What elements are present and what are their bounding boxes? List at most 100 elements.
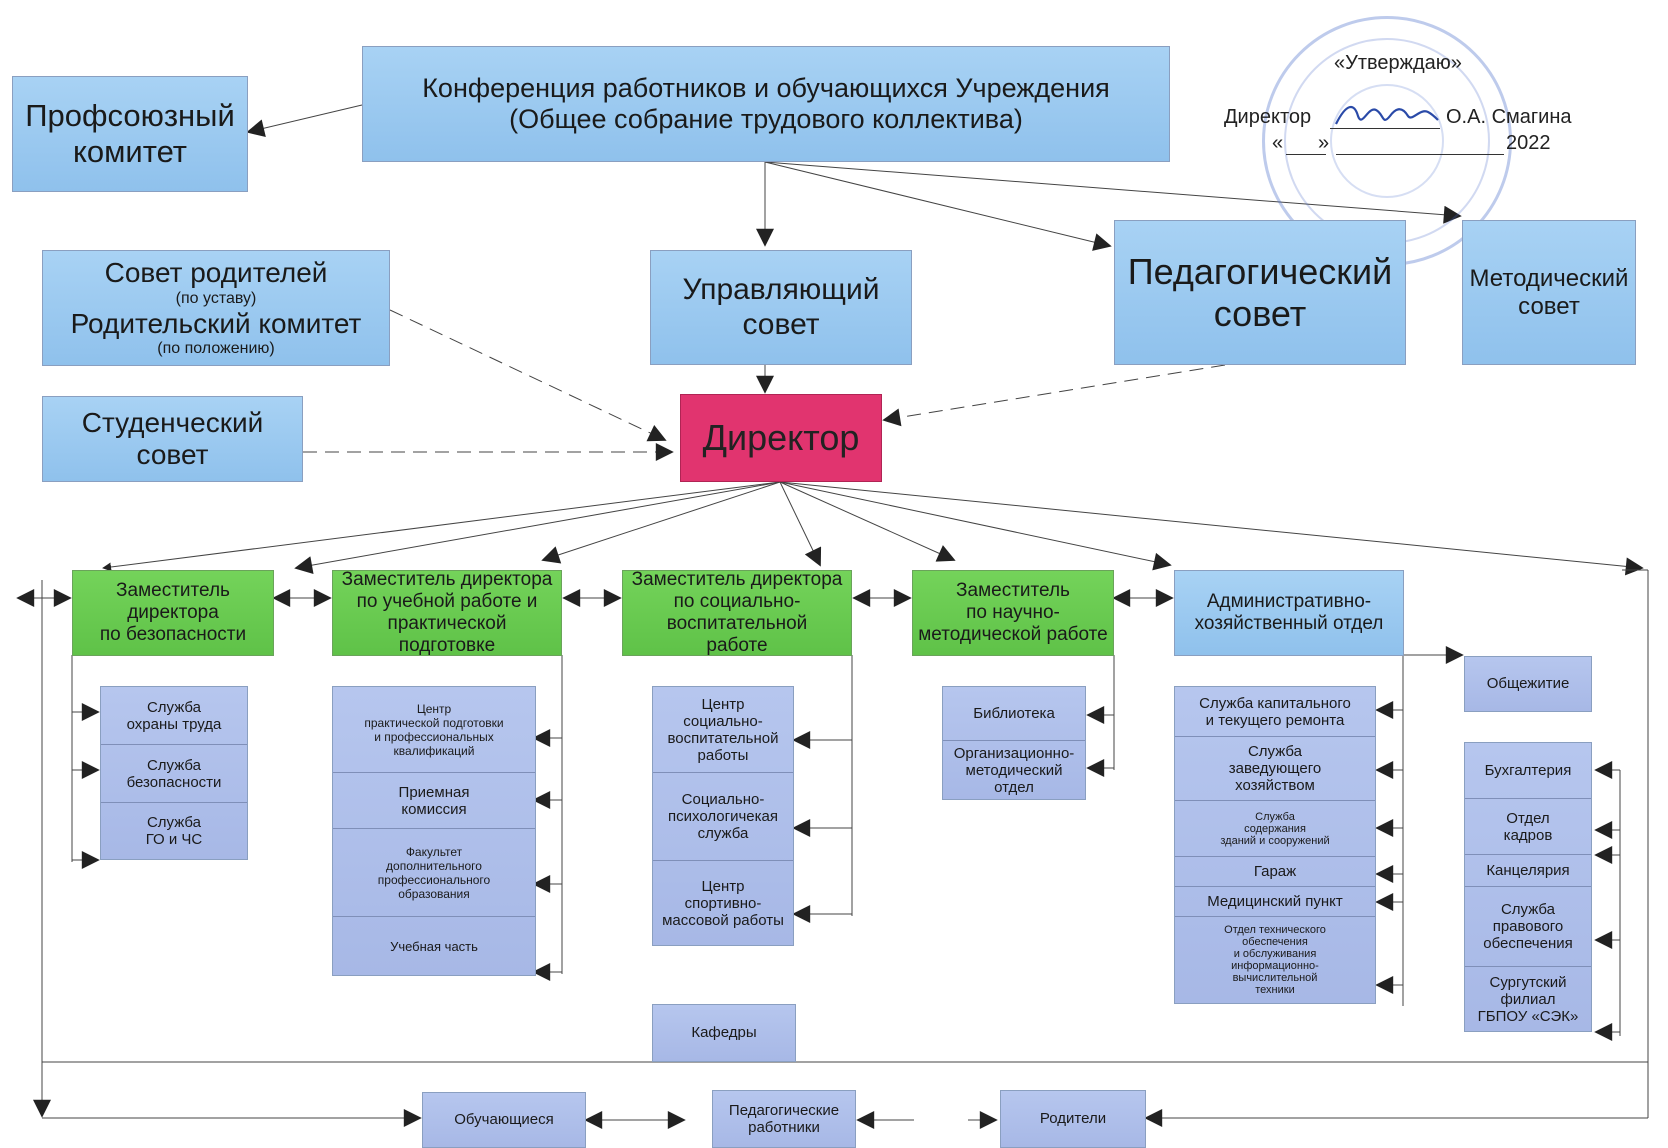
- unit-admissions-line-1: Приемная: [398, 783, 470, 801]
- seal-emblem: [1330, 84, 1444, 198]
- unit-admissions-line-2: комиссия: [401, 800, 467, 818]
- unit-methodical-line-2: методический: [965, 761, 1063, 779]
- teachers-line-2: работники: [748, 1119, 820, 1136]
- unit-academic-office: Учебная часть: [333, 917, 535, 975]
- deputy-education-line-1: Заместитель директора: [341, 569, 553, 591]
- student-council-box: Студенческий совет: [42, 396, 303, 482]
- unit-security-service-line-1: Служба: [146, 756, 202, 774]
- unit-surgut-line-1: Сургутский: [1489, 973, 1567, 991]
- education-units-column: Центр практической подготовки и професси…: [332, 686, 536, 976]
- parents-council-box: Совет родителей (по уставу) Родительский…: [42, 250, 390, 366]
- unit-garage-line-1: Гараж: [1253, 863, 1297, 880]
- unit-security-service: Служба безопасности: [101, 745, 247, 803]
- unit-faculty-line-2: дополнительного: [386, 858, 482, 873]
- admin-units-column: Служба капитального и текущего ремонта С…: [1174, 686, 1376, 1004]
- deputy-social-line-3: воспитательной: [666, 613, 808, 634]
- unit-it-line-6: техники: [1255, 984, 1295, 996]
- unit-repair-line-2: и текущего ремонта: [1205, 711, 1345, 729]
- unit-chancery-line-1: Канцелярия: [1486, 862, 1570, 879]
- parents-label: Родители: [1039, 1110, 1107, 1128]
- unit-social-center-line-4: работы: [697, 746, 749, 764]
- student-council-line-2: совет: [136, 439, 209, 470]
- unit-additional-education-faculty: Факультет дополнительного профессиональн…: [333, 829, 535, 917]
- unit-practical-training-line-2: практической подготовки: [364, 715, 504, 730]
- unit-admissions: Приемная комиссия: [333, 773, 535, 829]
- unit-practical-training-line-3: и профессиональных: [374, 729, 494, 744]
- unit-housekeeping-line-2: заведующего: [1228, 760, 1322, 777]
- deputy-security-line-2: директора: [127, 602, 219, 624]
- unit-buildings-line-1: Служба: [1255, 810, 1295, 823]
- methodical-council-line-2: совет: [1518, 292, 1580, 320]
- unit-practical-training-line-1: Центр: [416, 701, 452, 716]
- director-label: Директор: [702, 417, 860, 459]
- unit-it-line-1: Отдел технического: [1224, 924, 1326, 936]
- date-month-line: [1336, 154, 1504, 155]
- unit-hr-line-2: кадров: [1503, 826, 1553, 844]
- unit-library: Библиотека: [943, 687, 1085, 741]
- conference-line-1: Конференция работников и обучающихся Учр…: [422, 72, 1110, 103]
- unit-faculty-line-3: профессионального: [377, 872, 491, 887]
- handwritten-signature: [1335, 106, 1439, 125]
- parents-council-title: Совет родителей: [104, 257, 328, 289]
- deputy-social-box: Заместитель директора по социально- восп…: [622, 569, 852, 656]
- dormitory-box: Общежитие: [1464, 656, 1592, 712]
- approval-year: 2022: [1506, 132, 1551, 154]
- unit-hr-line-1: Отдел: [1506, 809, 1550, 827]
- methodical-council-box: Методический совет: [1462, 220, 1636, 365]
- unit-buildings-line-3: зданий и сооружений: [1220, 834, 1330, 847]
- governing-council-line-2: совет: [742, 307, 820, 341]
- unit-it-line-2: обеспечения: [1242, 936, 1308, 948]
- social-units-column: Центр социально- воспитательной работы С…: [652, 686, 794, 946]
- unit-medical-line-1: Медицинский пункт: [1207, 893, 1343, 910]
- admin-department-line-2: хозяйственный отдел: [1194, 613, 1384, 634]
- unit-labor-protection-line-1: Служба: [146, 698, 202, 716]
- deputy-education-line-3: практической: [387, 613, 507, 634]
- unit-housekeeping-line-3: хозяйством: [1235, 777, 1315, 794]
- students-box: Обучающиеся: [422, 1092, 586, 1148]
- admin-department-box: Административно- хозяйственный отдел: [1174, 570, 1404, 656]
- approval-date-close: »: [1318, 132, 1330, 154]
- unit-legal-line-3: обеспечения: [1483, 935, 1573, 952]
- deputy-education-box: Заместитель директора по учебной работе …: [332, 569, 562, 656]
- unit-sports-line-3: массовой работы: [662, 911, 784, 929]
- unit-legal-service: Служба правового обеспечения: [1465, 887, 1591, 967]
- methodical-council-line-1: Методический: [1469, 264, 1629, 292]
- deputy-science-line-3: методической работе: [918, 623, 1108, 645]
- unit-repair-line-1: Служба капитального: [1199, 694, 1351, 712]
- dormitory-label: Общежитие: [1486, 675, 1570, 693]
- deputy-security-line-3: по безопасности: [99, 623, 247, 645]
- conference-line-2: (Общее собрание трудового коллектива): [509, 104, 1023, 134]
- deputy-science-line-2: по научно-: [966, 602, 1060, 624]
- unit-housekeeping-line-1: Служба: [1247, 743, 1303, 760]
- departments-box: Кафедры: [652, 1004, 796, 1062]
- students-label: Обучающиеся: [454, 1111, 554, 1129]
- teachers-line-1: Педагогические: [728, 1101, 840, 1119]
- director-box: Директор: [680, 394, 882, 482]
- unit-faculty-line-1: Факультет: [405, 844, 463, 859]
- unit-repair-service: Служба капитального и текущего ремонта: [1175, 687, 1375, 737]
- unit-faculty-line-4: образования: [398, 886, 470, 901]
- unit-sports-line-1: Центр: [701, 877, 745, 895]
- unit-medical-point: Медицинский пункт: [1175, 887, 1375, 917]
- unit-psychology-line-1: Социально-: [681, 791, 765, 808]
- pedagogical-council-line-1: Педагогический: [1127, 251, 1393, 293]
- unit-security-service-line-2: безопасности: [126, 773, 222, 791]
- unit-practical-training-center: Центр практической подготовки и професси…: [333, 687, 535, 773]
- unit-methodical-department: Организационно- методический отдел: [943, 741, 1085, 799]
- deputy-science-box: Заместитель по научно- методической рабо…: [912, 570, 1114, 656]
- unit-hr: Отдел кадров: [1465, 799, 1591, 855]
- unit-social-center-line-3: воспитательной: [667, 729, 779, 747]
- approval-title: «Утверждаю»: [1334, 52, 1462, 74]
- date-day-line: [1286, 154, 1326, 155]
- science-units-column: Библиотека Организационно- методический …: [942, 686, 1086, 800]
- deputy-science-line-1: Заместитель: [956, 580, 1070, 602]
- deputy-security-line-1: Заместитель: [116, 580, 230, 602]
- pedagogical-council-line-2: совет: [1213, 292, 1307, 334]
- unit-social-center-line-2: социально-: [683, 712, 763, 730]
- unit-sports-center: Центр спортивно- массовой работы: [653, 861, 793, 945]
- governing-council-line-1: Управляющий: [682, 273, 880, 306]
- pedagogical-council-box: Педагогический совет: [1114, 220, 1406, 365]
- unit-legal-line-2: правового: [1492, 918, 1564, 935]
- approval-director-label: Директор: [1224, 106, 1312, 128]
